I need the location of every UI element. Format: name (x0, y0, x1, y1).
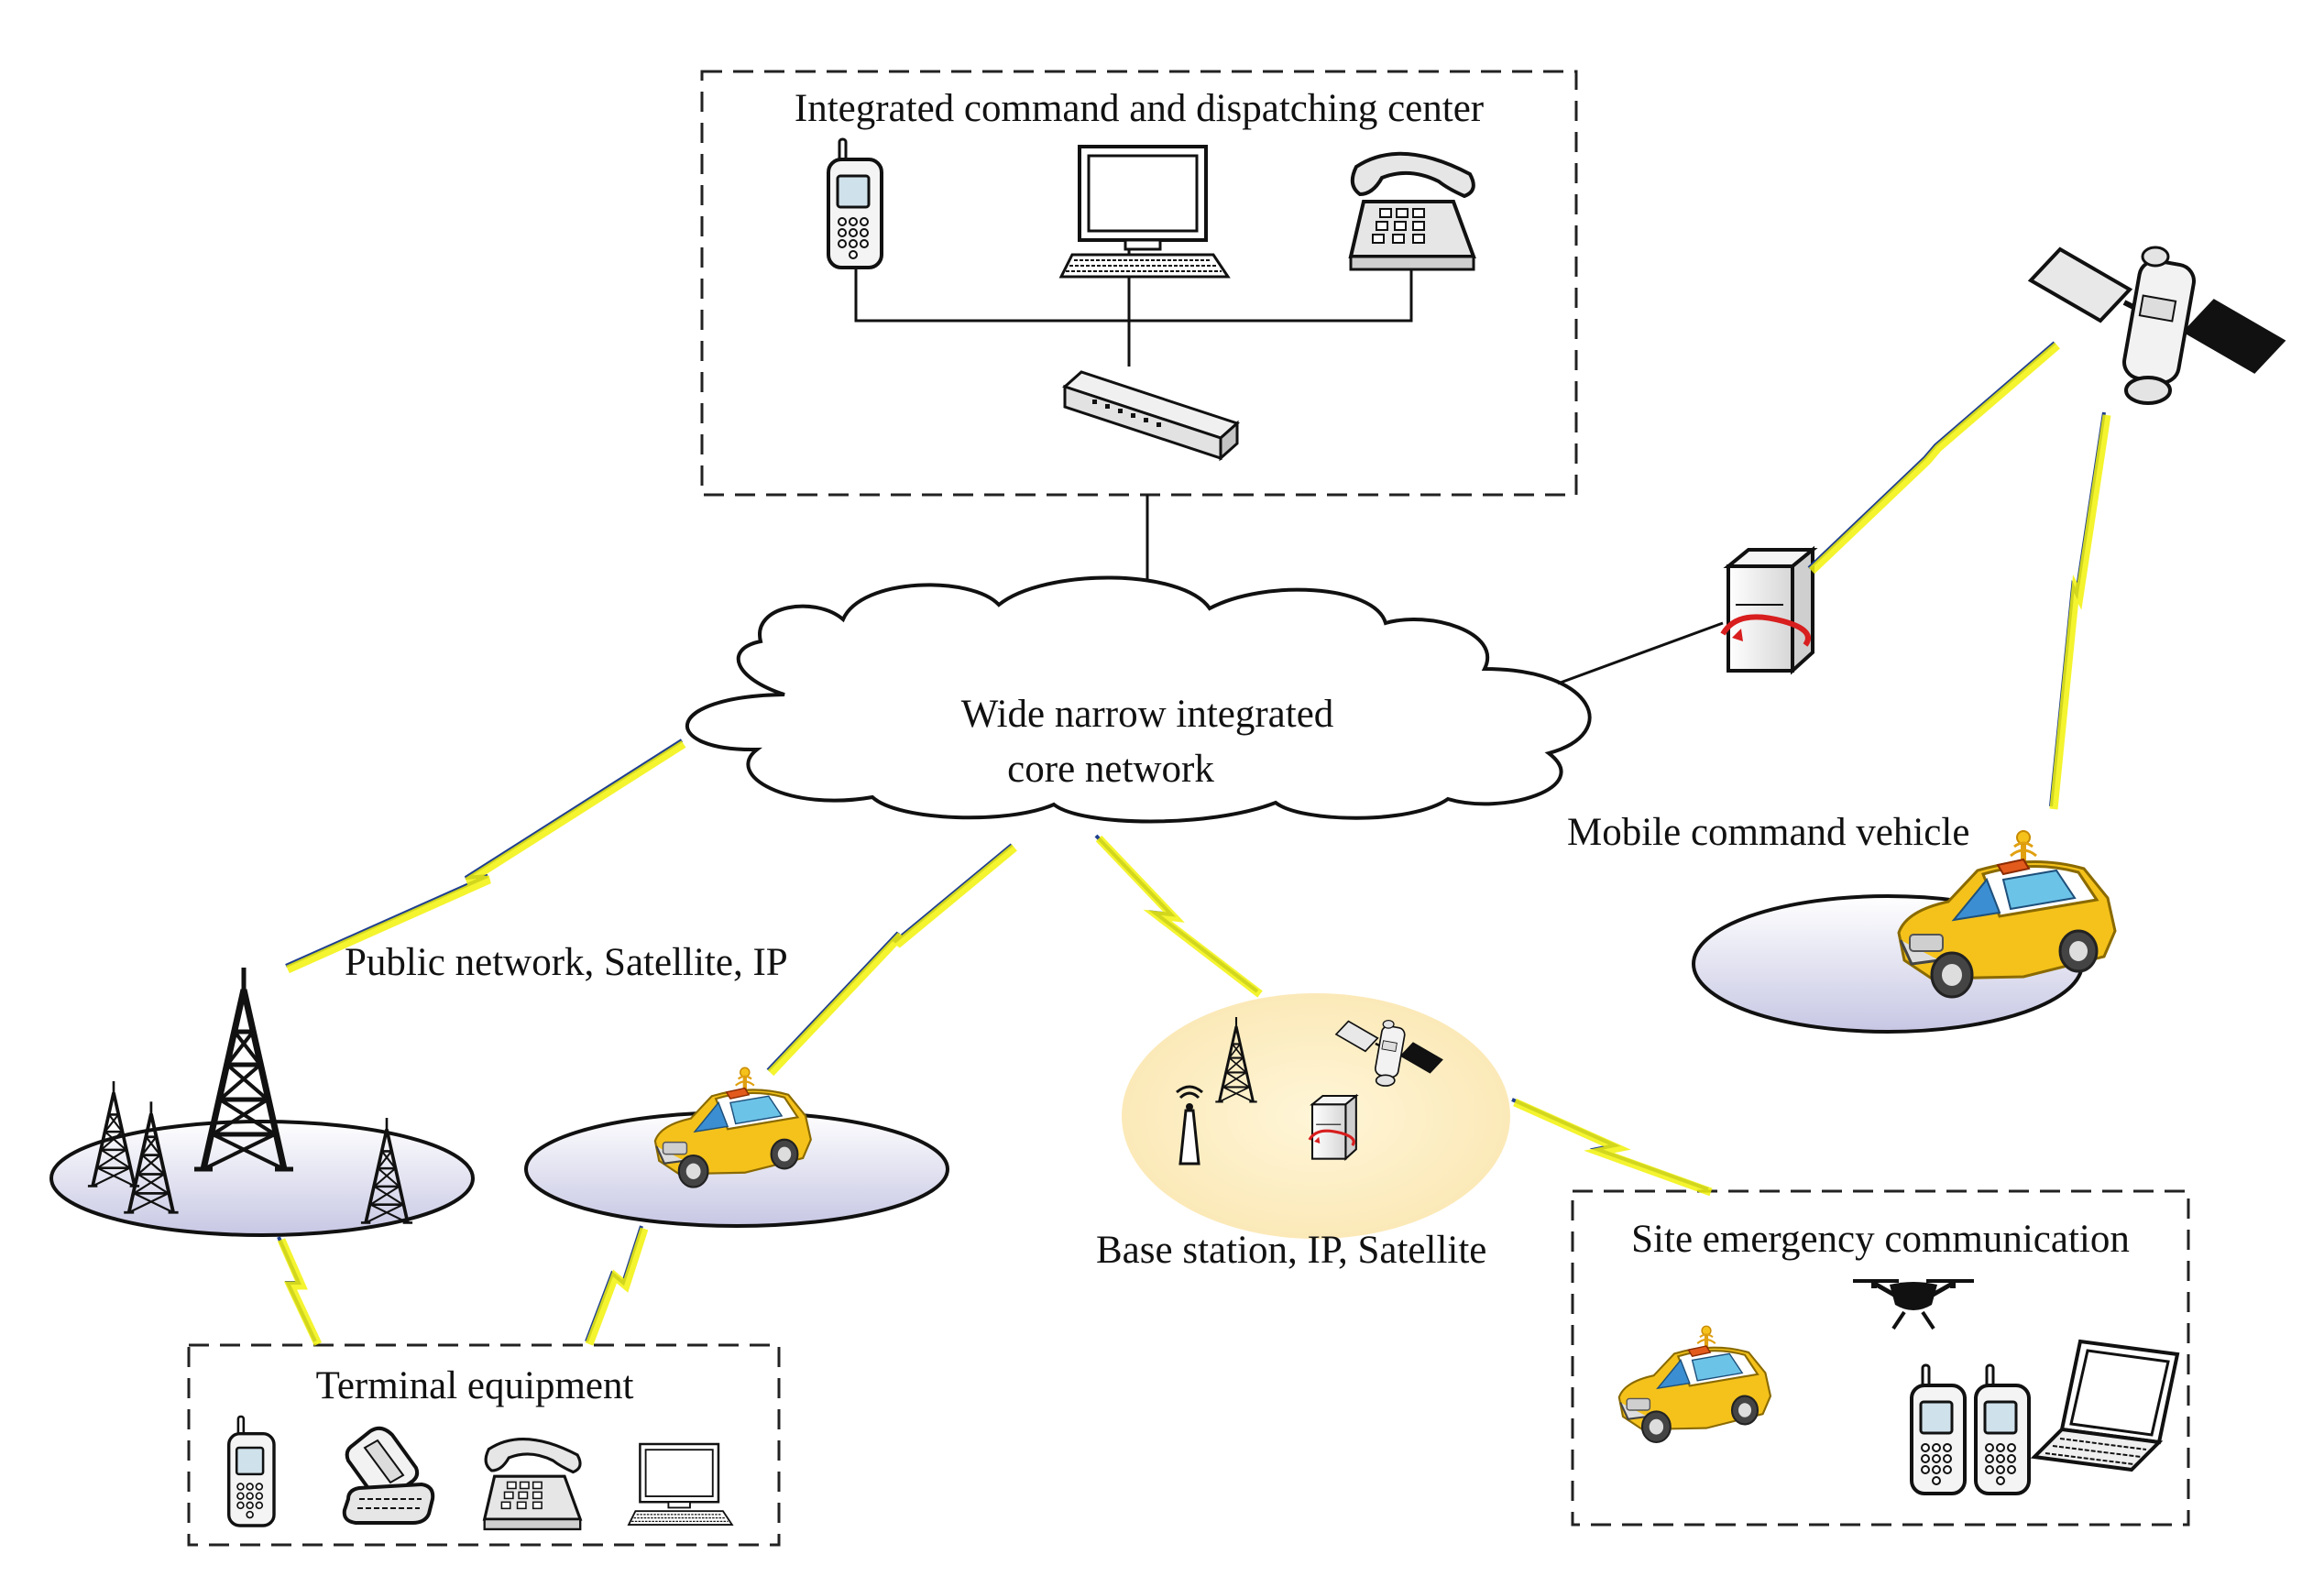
cell-phone-icon (1974, 1363, 2031, 1495)
core-network-cloud: Wide narrow integrated core network (685, 575, 1592, 824)
public-network-group: Public network, Satellite, IP (49, 941, 788, 1237)
laptop-icon (2033, 1340, 2179, 1472)
core-network-label-line1: Wide narrow integrated (961, 693, 1334, 736)
terminal-equipment-label: Terminal equipment (316, 1364, 634, 1407)
drone-icon (1853, 1279, 1974, 1329)
link-core-to-base-station (1094, 834, 1263, 998)
desk-telephone-icon (1349, 151, 1475, 271)
link-core-to-towers (285, 739, 686, 974)
base-station-group: Base station, IP, Satellite (1096, 993, 1510, 1272)
command-center-group: Integrated command and dispatching cente… (700, 70, 1578, 497)
terminal-equipment-group: Terminal equipment (187, 1343, 781, 1547)
link-satellite-to-mobile-vehicle (2049, 411, 2111, 810)
taxi-car-icon (1619, 1326, 1770, 1442)
link-satellite-to-gateway (1807, 341, 2060, 575)
taxi-car-icon (655, 1067, 811, 1187)
command-center-label: Integrated command and dispatching cente… (795, 87, 1484, 130)
mobile-command-vehicle-group: Mobile command vehicle (1567, 811, 2115, 1034)
network-switch-icon (1063, 370, 1239, 460)
public-network-label: Public network, Satellite, IP (345, 941, 788, 984)
flip-phone-icon (342, 1426, 435, 1525)
cell-phone-icon (226, 1415, 276, 1527)
link-vehicle-to-terminal (585, 1225, 649, 1346)
server-icon (1308, 1094, 1358, 1161)
site-emergency-box (1571, 1189, 2190, 1527)
server-icon (1723, 550, 1813, 671)
site-emergency-group: Site emergency communication (1571, 1189, 2190, 1527)
link-base-to-site (1511, 1098, 1713, 1197)
base-station-label: Base station, IP, Satellite (1096, 1229, 1486, 1272)
mobile-vehicle-label: Mobile command vehicle (1567, 811, 1969, 854)
core-to-gateway-line (1557, 621, 1724, 685)
link-towers-to-terminal (277, 1236, 323, 1346)
wireless-links (277, 341, 2111, 1346)
desk-telephone-icon (483, 1437, 582, 1531)
cell-phone-icon (827, 137, 883, 269)
link-core-to-vehicle (766, 843, 1017, 1077)
terminal-vehicle-group (524, 1067, 949, 1228)
taxi-car-icon (1899, 831, 2115, 997)
cell-phone-icon (1910, 1363, 1967, 1495)
core-network-label-line2: core network (1007, 748, 1214, 791)
site-emergency-label: Site emergency communication (1631, 1218, 2130, 1261)
desktop-computer-icon (1059, 145, 1230, 279)
terminal-equipment-box (187, 1343, 781, 1547)
command-center-box (700, 70, 1578, 497)
desktop-computer-icon (627, 1442, 734, 1527)
satellite-icon (2031, 247, 2284, 403)
